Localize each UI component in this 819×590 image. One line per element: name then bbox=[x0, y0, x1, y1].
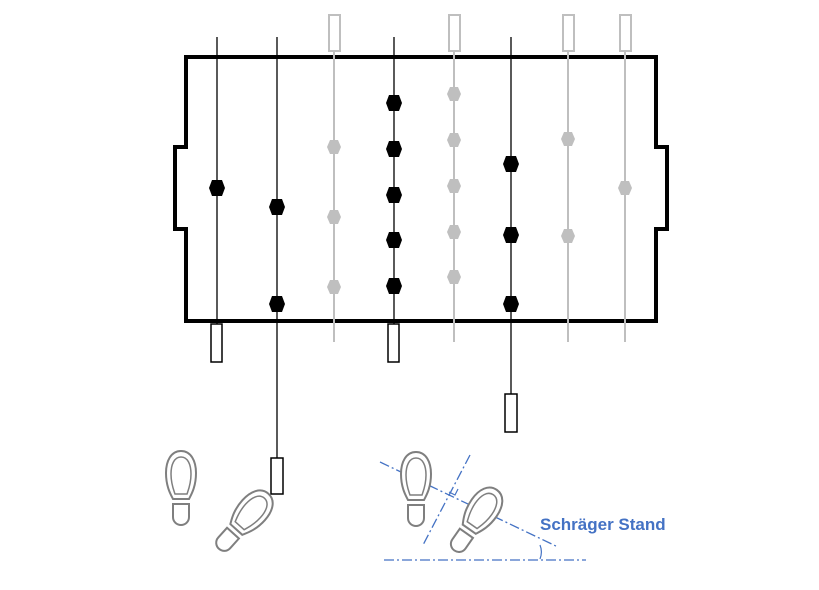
player-black bbox=[269, 199, 285, 215]
stance-caption: Schräger Stand bbox=[540, 515, 666, 534]
footprint bbox=[400, 451, 432, 527]
player-black bbox=[386, 232, 402, 248]
player-black bbox=[209, 180, 225, 196]
footprint bbox=[206, 482, 281, 560]
angle-markers bbox=[448, 488, 543, 560]
player-black bbox=[386, 95, 402, 111]
player-grey bbox=[447, 87, 461, 101]
player-black bbox=[386, 278, 402, 294]
rod-handle-top bbox=[328, 14, 341, 52]
rod-handle bbox=[504, 393, 518, 433]
player-grey bbox=[327, 280, 341, 294]
player-grey bbox=[447, 133, 461, 147]
stance-left bbox=[165, 450, 281, 560]
player-black bbox=[269, 296, 285, 312]
player-grey bbox=[327, 140, 341, 154]
grey-team-rods bbox=[333, 51, 626, 342]
rod-handle-top bbox=[619, 14, 632, 52]
player-grey bbox=[447, 270, 461, 284]
grey-players bbox=[327, 87, 632, 294]
player-grey bbox=[447, 225, 461, 239]
player-grey bbox=[447, 179, 461, 193]
stance-angled bbox=[379, 451, 586, 561]
rod-handle-top bbox=[562, 14, 575, 52]
rod-handle bbox=[270, 457, 284, 495]
player-grey bbox=[561, 229, 575, 243]
player-grey bbox=[327, 210, 341, 224]
player-black bbox=[503, 156, 519, 172]
player-black bbox=[503, 227, 519, 243]
rod-handle bbox=[210, 323, 223, 363]
table-frame bbox=[173, 55, 669, 323]
player-grey bbox=[618, 181, 632, 195]
player-grey bbox=[561, 132, 575, 146]
player-black bbox=[386, 187, 402, 203]
player-black bbox=[503, 296, 519, 312]
rod-handle bbox=[387, 323, 400, 363]
footprint bbox=[165, 450, 197, 526]
black-players bbox=[209, 95, 519, 312]
rod-handle-top bbox=[448, 14, 461, 52]
black-team-rods bbox=[216, 37, 512, 458]
player-black bbox=[386, 141, 402, 157]
